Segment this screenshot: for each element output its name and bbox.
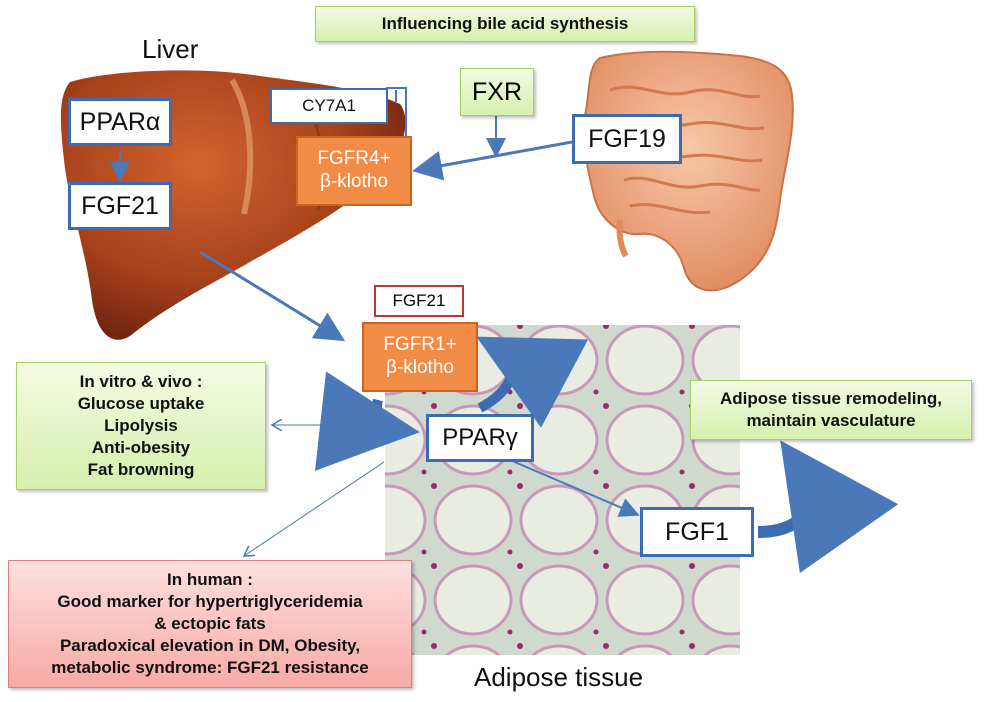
intestine-illustration	[582, 50, 794, 292]
invitro-title: In vitro & vivo :	[79, 371, 203, 391]
invitro-line-3: Anti-obesity	[91, 438, 191, 458]
fgfr4-label: FGFR4+	[317, 148, 391, 170]
invitro-line-2: Lipolysis	[104, 415, 178, 435]
fgf21-liver-box: FGF21	[68, 182, 172, 230]
remodeling-box: Adipose tissue remodeling, maintain vasc…	[690, 380, 972, 440]
in-vitro-vivo-box: In vitro & vivo : Glucose uptake Lipolys…	[16, 362, 266, 490]
top-banner: Influencing bile acid synthesis	[315, 6, 695, 42]
fgfr1-label: FGFR1+	[383, 334, 457, 356]
fxr-box: FXR	[460, 68, 534, 116]
invitro-line-1: Glucose uptake	[77, 393, 205, 413]
fgfr4-box: FGFR4+ β-klotho	[296, 136, 412, 206]
human-line-4: metabolic syndrome: FGF21 resistance	[51, 658, 369, 678]
invitro-line-4: Fat browning	[87, 460, 195, 480]
human-title: In human :	[167, 569, 253, 589]
remodeling-line-2: maintain vasculature	[746, 411, 916, 430]
fgf1-box: FGF1	[640, 507, 754, 557]
fgf21-adipose-box: FGF21	[374, 285, 464, 317]
adipose-tissue-label: Adipose tissue	[474, 662, 644, 692]
beta-klotho-label-2: β-klotho	[386, 357, 454, 378]
remodeling-line-1: Adipose tissue remodeling,	[720, 388, 942, 408]
beta-klotho-label: β-klotho	[320, 171, 388, 192]
liver-label: Liver	[142, 34, 199, 64]
human-line-1: Good marker for hypertriglyceridemia	[57, 591, 363, 611]
fgfr1-box: FGFR1+ β-klotho	[362, 322, 478, 392]
cy7a1-box: CY7A1	[270, 88, 388, 124]
ppara-box: PPARα	[68, 98, 172, 146]
pparg-box: PPARγ	[426, 414, 534, 462]
human-line-2: & ectopic fats	[154, 613, 266, 633]
fgf19-box: FGF19	[572, 114, 682, 164]
in-human-box: In human : Good marker for hypertriglyce…	[8, 560, 412, 688]
human-line-3: Paradoxical elevation in DM, Obesity,	[59, 636, 361, 656]
